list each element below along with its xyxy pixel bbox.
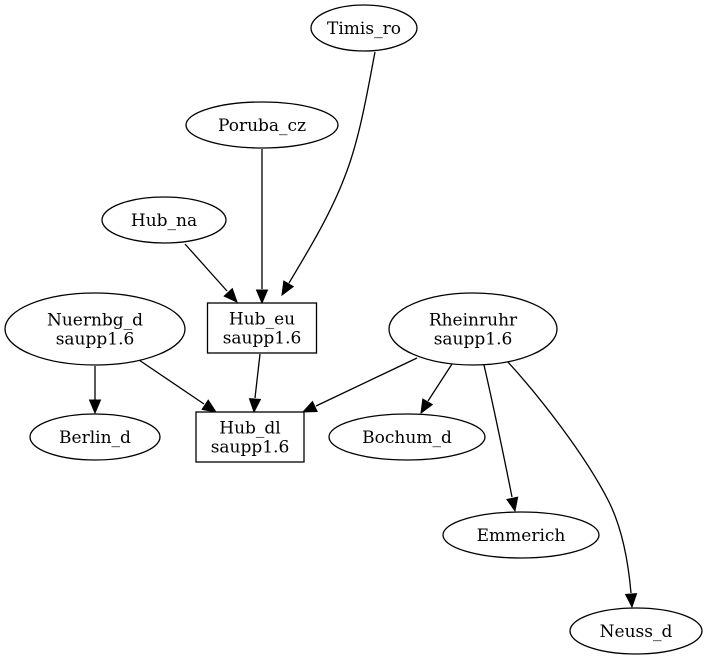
node-label: Timis_ro: [327, 19, 401, 39]
node-ellipse: [4, 292, 186, 366]
node-label: saupp1.6: [56, 330, 135, 350]
edge-hub_eu-to-hub_dl: [248, 353, 262, 414]
edge-line: [138, 359, 205, 405]
arrowhead: [420, 398, 434, 415]
node-label: Bochum_d: [362, 428, 452, 448]
node-ellipse: [29, 413, 161, 461]
arrowhead: [255, 289, 269, 305]
arrowhead: [624, 593, 638, 609]
node-label: Neuss_d: [600, 622, 673, 642]
node-ellipse: [442, 511, 600, 559]
edge-line: [315, 357, 418, 407]
node-ellipse: [388, 292, 558, 366]
edge-line: [506, 360, 632, 594]
node-berlin-d: Berlin_d: [29, 413, 161, 461]
node-ellipse: [185, 101, 339, 149]
arrowhead: [281, 280, 295, 297]
edge-line: [427, 363, 453, 402]
node-bochum-d: Bochum_d: [328, 413, 486, 461]
node-label: saupp1.6: [223, 329, 302, 349]
edge-line: [483, 364, 513, 498]
edges-layer: [88, 51, 638, 609]
node-label: Berlin_d: [59, 428, 131, 448]
nodes-layer: Timis_roPoruba_czHub_naHub_eusaupp1.6Nue…: [4, 4, 703, 655]
node-label: Poruba_cz: [218, 116, 306, 136]
edge-poruba_cz-to-hub_eu: [255, 149, 269, 305]
node-box: [206, 302, 318, 354]
edge-nuernbg_d-to-berlin_d: [88, 366, 102, 415]
node-label: Hub_na: [131, 211, 197, 231]
node-ellipse: [569, 607, 703, 655]
edge-rheinruhr-to-neuss_d: [506, 360, 638, 609]
arrowhead: [88, 399, 102, 415]
arrowhead: [248, 398, 262, 414]
edge-line: [254, 353, 261, 399]
node-ellipse: [310, 4, 418, 52]
node-box: [195, 411, 305, 463]
node-label: Hub_dl: [219, 419, 280, 439]
arrowhead: [301, 400, 318, 413]
edge-rheinruhr-to-emmerich: [483, 364, 519, 513]
edge-line: [288, 51, 376, 284]
node-neuss-d: Neuss_d: [569, 607, 703, 655]
arrowhead: [201, 399, 218, 413]
node-label: Hub_eu: [229, 310, 295, 330]
node-label: saupp1.6: [434, 330, 513, 350]
edge-rheinruhr-to-hub_dl: [301, 357, 418, 413]
node-emmerich: Emmerich: [442, 511, 600, 559]
edge-line: [184, 243, 228, 292]
node-ellipse: [328, 413, 486, 461]
node-label: Nuernbg_d: [47, 311, 143, 331]
node-label: saupp1.6: [211, 438, 290, 458]
node-poruba-cz: Poruba_cz: [185, 101, 339, 149]
node-hub-na: Hub_na: [101, 196, 227, 244]
node-timis-ro: Timis_ro: [310, 4, 418, 52]
arrowhead: [506, 496, 519, 513]
edge-hub_na-to-hub_eu: [184, 243, 238, 303]
edge-timis_ro-to-hub_eu: [281, 51, 376, 297]
node-label: Rheinruhr: [429, 311, 518, 331]
edge-nuernbg_d-to-hub_dl: [138, 359, 218, 413]
node-label: Emmerich: [477, 526, 566, 546]
arrowhead: [223, 287, 238, 303]
node-ellipse: [101, 196, 227, 244]
edge-rheinruhr-to-bochum_d: [420, 363, 453, 415]
